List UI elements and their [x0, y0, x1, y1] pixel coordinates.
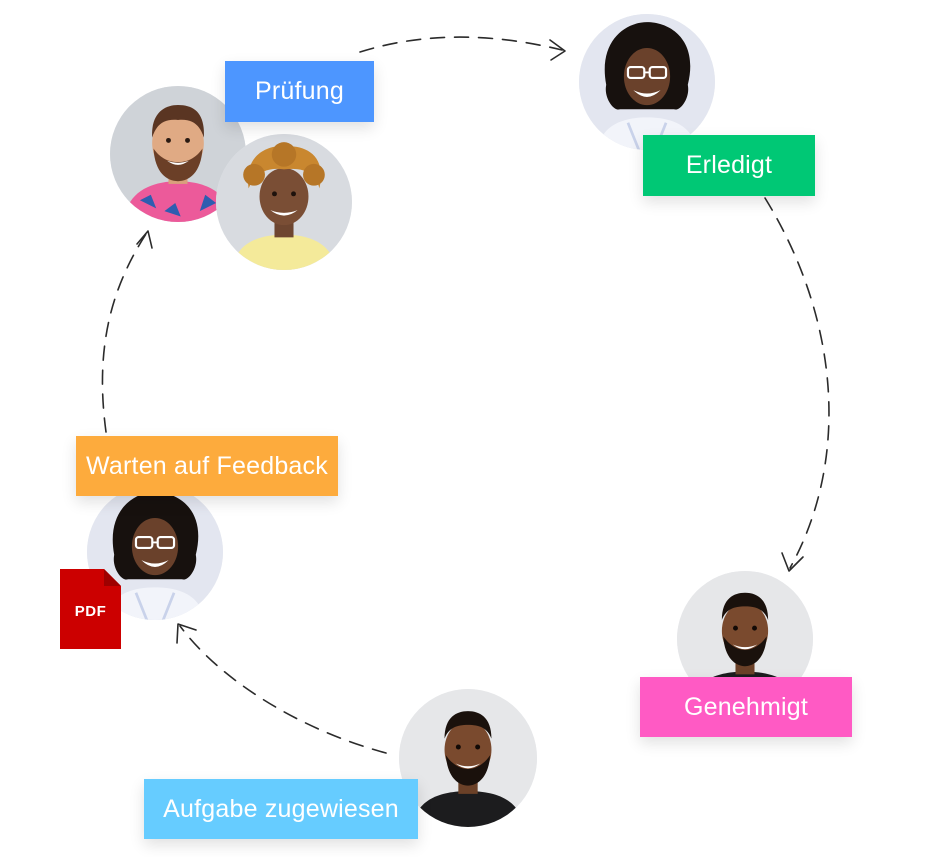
arrow-review-to-done [359, 36, 563, 53]
avatar-assigned-man [399, 689, 537, 827]
avatar-reviewer-woman [216, 134, 352, 270]
pdf-label: PDF [74, 603, 107, 620]
pdf-file-shape [60, 569, 121, 649]
stage-label-waiting: Warten auf Feedback [76, 436, 338, 496]
arrow-assigned-to-waiting [179, 625, 387, 754]
avatar-waiting-woman [87, 484, 223, 620]
arrowhead-icon [781, 552, 804, 572]
pdf-file-icon: PDF [60, 569, 121, 649]
arrowhead-icon [136, 230, 153, 249]
arrow-waiting-to-review [101, 233, 147, 433]
stage-label-assigned: Aufgabe zugewiesen [144, 779, 418, 839]
avatar-done-woman [579, 14, 715, 150]
stage-label-review: Prüfung [225, 61, 374, 122]
stage-label-approved: Genehmigt [640, 677, 852, 737]
arrowhead-icon [176, 623, 197, 644]
stage-label-done: Erledigt [643, 135, 815, 196]
arrow-done-to-approved [764, 197, 830, 569]
arrowhead-icon [549, 39, 566, 61]
